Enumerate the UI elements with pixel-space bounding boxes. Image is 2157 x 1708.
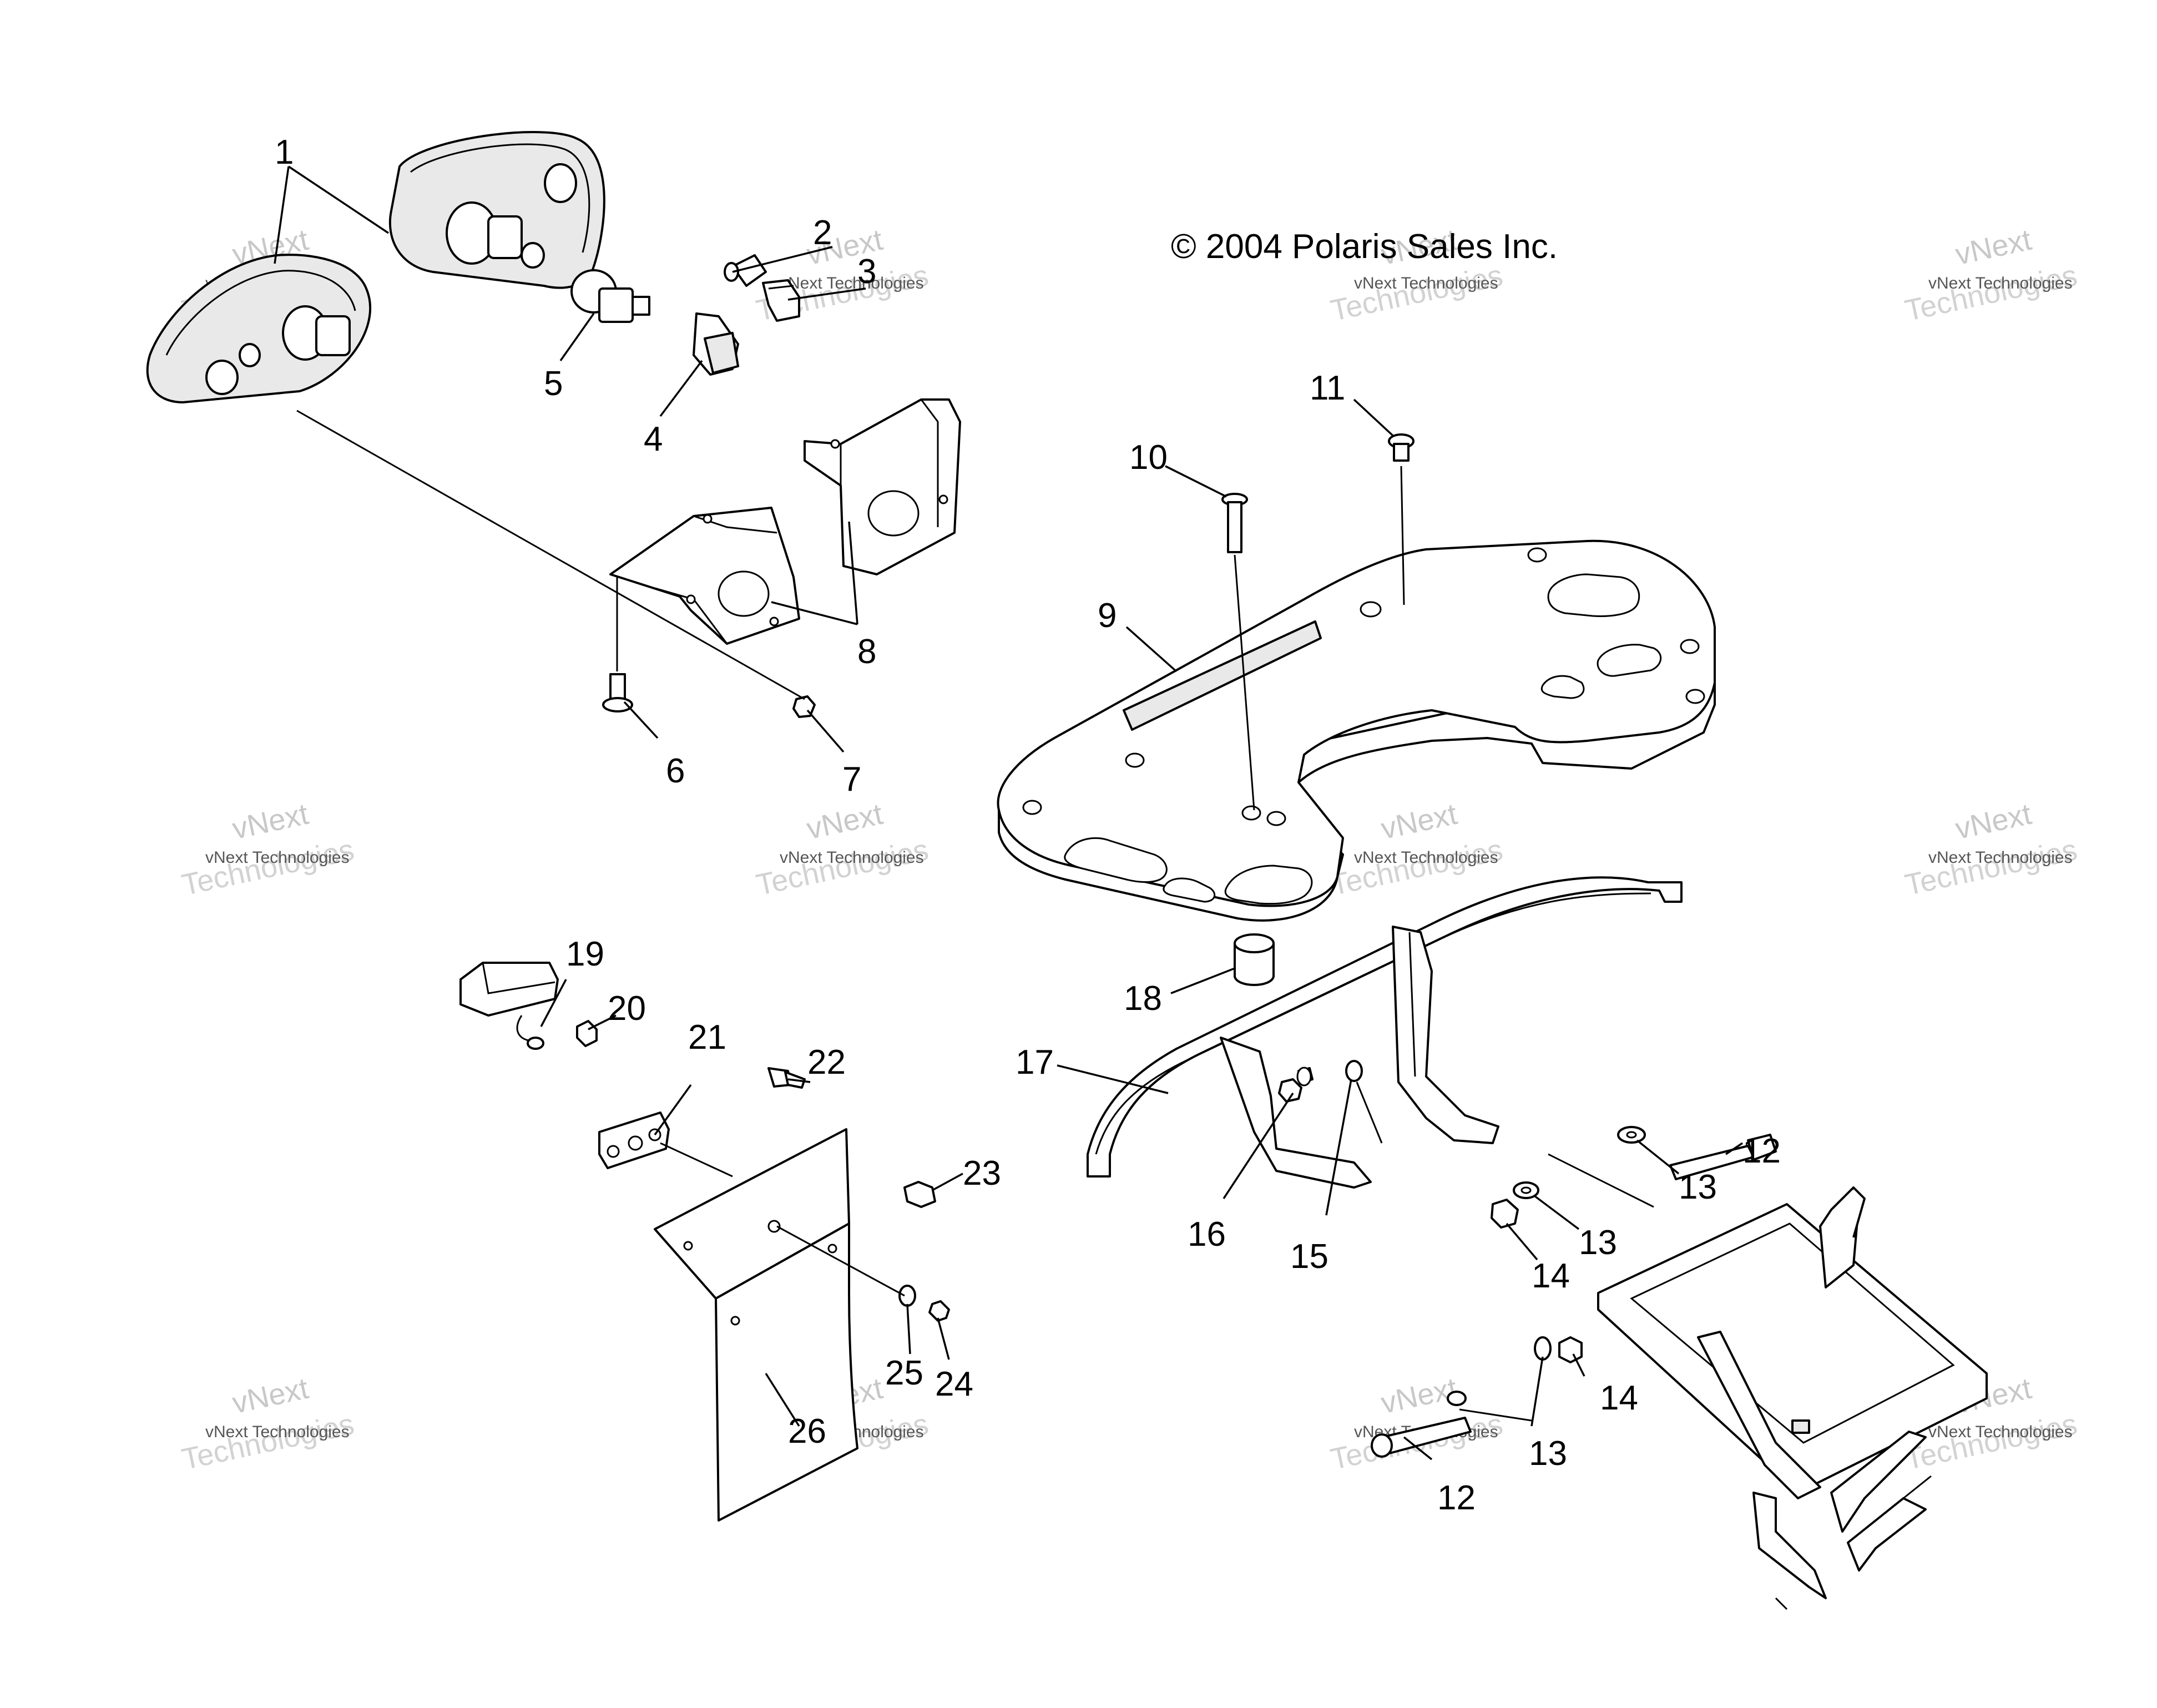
part-washer-15: [1345, 1060, 1363, 1082]
watermark-vnext: vNext: [1952, 223, 2034, 271]
part-bolt-10: [1221, 493, 1248, 553]
watermark-text: vNext Technologies: [205, 848, 350, 867]
part-washer-13-lower: [1534, 1336, 1552, 1361]
watermark-vnext: vNext: [229, 1372, 311, 1420]
part-light-brackets: [609, 398, 961, 645]
callout-5: 5: [544, 365, 563, 403]
part-nut-24: [928, 1300, 950, 1322]
part-rack-frame: [1087, 876, 1683, 1189]
watermark-technologies: Technologies: [1327, 833, 1506, 902]
callout-3: 3: [857, 252, 876, 291]
part-bolt-12-upper: [1669, 1134, 1777, 1180]
watermark-text: vNext Technologies: [1928, 1423, 2073, 1441]
watermark-text: vNext Technologies: [1928, 848, 2073, 867]
part-socket-small: [762, 279, 800, 322]
watermark-technologies: Technologies: [1902, 259, 2080, 327]
callout-25: 25: [885, 1354, 923, 1392]
watermark-text: vNext Technologies: [780, 848, 924, 867]
watermark-text: vNext Technologies: [1354, 274, 1498, 292]
callout-16: 16: [1188, 1215, 1226, 1254]
watermark: vNext Technologies vNext Technologies: [1327, 797, 1506, 902]
callout-13-mid: 13: [1579, 1224, 1617, 1262]
watermark: vNext Technologies vNext Technologies: [1902, 797, 2080, 902]
callout-12-upper: 12: [1742, 1132, 1781, 1170]
watermark-technologies: Technologies: [1327, 259, 1506, 327]
callout-23: 23: [963, 1154, 1001, 1192]
callout-8: 8: [857, 633, 876, 671]
watermark-technologies: Technologies: [753, 833, 931, 902]
part-bolt-22: [767, 1067, 806, 1089]
callout-22: 22: [807, 1043, 846, 1082]
part-license-light: [459, 962, 559, 1050]
callout-26: 26: [788, 1412, 826, 1451]
part-screw-6: [602, 673, 633, 712]
watermark-vnext: vNext: [804, 797, 886, 846]
part-chassis-frame: [1597, 1186, 1988, 1610]
part-bracket-21: [598, 1111, 670, 1169]
watermark-technologies: Technologies: [179, 833, 357, 902]
callout-4: 4: [644, 420, 663, 458]
callout-14-lower: 14: [1600, 1379, 1638, 1417]
callout-12-lower: 12: [1437, 1479, 1476, 1517]
part-nut-23: [903, 1181, 936, 1208]
watermark-text: vNext Technologies: [1354, 848, 1498, 867]
leader-lines: [274, 165, 1743, 1461]
callout-11: 11: [1310, 369, 1345, 407]
part-washer-13-mid: [1513, 1181, 1539, 1199]
watermark-text: vNext Technologies: [780, 274, 924, 292]
watermark-technologies: Technologies: [179, 1407, 357, 1476]
part-washer-13-bottom: [1447, 1391, 1467, 1406]
callout-1: 1: [275, 133, 294, 171]
callout-9: 9: [1098, 597, 1117, 635]
part-nut-16: [1278, 1078, 1302, 1103]
part-socket-large: [693, 312, 739, 376]
watermark: vNext Technologies vNext Technologies: [179, 1372, 357, 1477]
part-license-plate-bracket: [654, 1128, 858, 1522]
part-bulb-small: [724, 254, 767, 287]
callout-18: 18: [1124, 979, 1162, 1018]
part-washer-25: [898, 1285, 916, 1307]
part-screw-11: [1388, 433, 1415, 462]
callout-13-lower: 13: [1529, 1434, 1567, 1473]
callout-17: 17: [1016, 1043, 1054, 1082]
watermark-vnext: vNext: [1378, 797, 1460, 846]
part-nut-14-mid: [1491, 1199, 1519, 1229]
callout-13-upper: 13: [1679, 1168, 1717, 1206]
callout-labels: 1 2 3 4 5 6 7 8 9 10 11 12 13 13 14 14 1…: [275, 133, 1781, 1517]
callout-7: 7: [842, 760, 861, 799]
callout-6: 6: [666, 752, 685, 790]
watermark: vNext Technologies vNext Technologies: [1327, 1372, 1506, 1477]
part-rear-rack: [997, 539, 1716, 922]
part-spacer-18: [1234, 933, 1275, 986]
callout-10: 10: [1129, 438, 1168, 477]
part-washer-13-upper: [1617, 1126, 1646, 1144]
watermark: vNext Technologies vNext Technologies: [1902, 223, 2080, 328]
part-tail-light-housing: [146, 131, 605, 403]
copyright-text: © 2004 Polaris Sales Inc.: [1171, 228, 1558, 266]
watermark-vnext: vNext: [229, 797, 311, 846]
watermark-text: vNext Technologies: [205, 1423, 350, 1441]
callout-19: 19: [566, 935, 604, 973]
watermark-technologies: Technologies: [1902, 833, 2080, 902]
watermark-text: vNext Technologies: [1928, 274, 2073, 292]
watermark-vnext: vNext: [1952, 797, 2034, 846]
part-nut-14-lower: [1558, 1336, 1583, 1363]
part-bulb-large: [570, 269, 650, 323]
part-bolt-12-lower: [1371, 1417, 1472, 1458]
callout-14-mid: 14: [1532, 1257, 1570, 1295]
callout-20: 20: [608, 989, 646, 1028]
callout-21: 21: [688, 1018, 726, 1057]
callout-2: 2: [813, 214, 832, 252]
watermark: vNext Technologies vNext Technologies: [753, 797, 931, 902]
part-grommet-20: [576, 1020, 598, 1047]
watermark: vNext Technologies vNext Technologies: [179, 797, 357, 902]
callout-15: 15: [1290, 1237, 1328, 1276]
callout-24: 24: [935, 1365, 973, 1403]
